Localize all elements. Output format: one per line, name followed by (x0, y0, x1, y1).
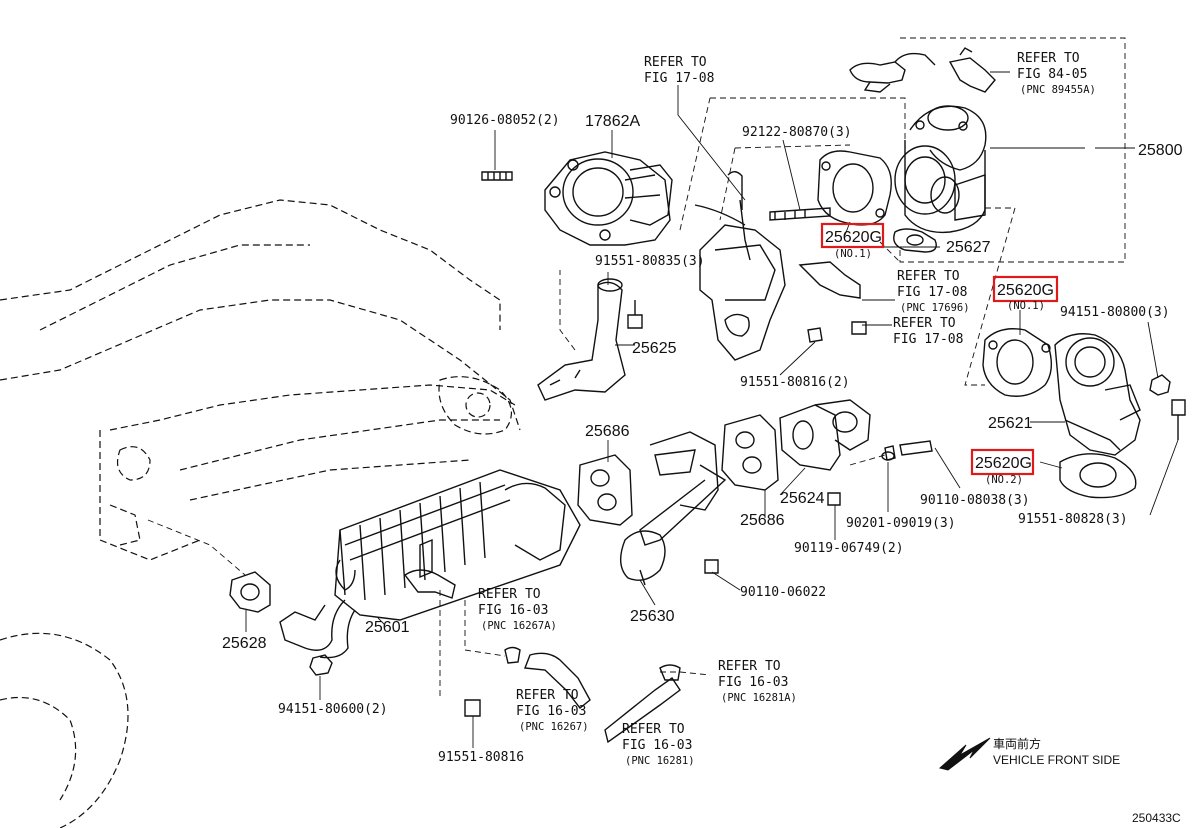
refer-fig1708-mid-line2[interactable]: FIG 17-08 (897, 285, 967, 300)
refer-fig1603-c-line2[interactable]: FIG 16-03 (622, 738, 692, 753)
diagram-id: 250433C (1132, 811, 1181, 825)
vehicle-front-arrow-icon (938, 737, 991, 771)
refer-fig1603-d-line2[interactable]: FIG 16-03 (718, 675, 788, 690)
refer-fig1708-top-line1[interactable]: REFER TO (644, 55, 707, 70)
egr-actuator-bracket[interactable] (694, 171, 786, 361)
leader-lines (245, 71, 1179, 748)
label-90110-06022[interactable]: 90110-06022 (740, 585, 826, 600)
bypass-valve-25630[interactable] (620, 431, 727, 586)
bolt-91551-80835 (627, 300, 643, 329)
bolt-91551-80828 (1171, 399, 1186, 440)
gasket-25686-left[interactable] (577, 454, 633, 526)
highlight-25620g-mid (992, 275, 1059, 303)
label-25627[interactable]: 25627 (946, 239, 991, 256)
refer-fig1603-b-line2[interactable]: FIG 16-03 (516, 704, 586, 719)
label-90119[interactable]: 90119-06749(2) (794, 541, 904, 556)
label-91551-80816[interactable]: 91551-80816 (438, 750, 524, 765)
egr-cooler-25601[interactable] (334, 469, 581, 621)
cooler-outlet-pipe (279, 599, 356, 659)
label-94151-80600[interactable]: 94151-80600(2) (278, 702, 388, 717)
throttle-body-17862a[interactable] (544, 151, 673, 246)
label-25620g-mid-note: (NO.1) (1007, 300, 1045, 312)
refer-fig1603-b-line1[interactable]: REFER TO (516, 688, 579, 703)
label-25620g-low[interactable]: 25620G (975, 455, 1032, 472)
label-90201[interactable]: 90201-09019(3) (846, 516, 956, 531)
refer-fig1603-b-line3[interactable]: (PNC 16267) (519, 721, 589, 733)
engine-block-outline (0, 199, 521, 828)
label-25620g-low-note: (NO.2) (985, 474, 1023, 486)
highlight-25620g-low (970, 448, 1035, 476)
bolt-90119 (827, 492, 841, 506)
refer-fig1603-d-line3[interactable]: (PNC 16281A) (721, 692, 797, 704)
gasket-25620g-no1-top[interactable] (817, 150, 892, 226)
group-frames (147, 37, 1126, 700)
refer-fig8405-line2[interactable]: FIG 84-05 (1017, 67, 1087, 82)
label-92122[interactable]: 92122-80870(3) (742, 125, 852, 140)
highlight-boxes (820, 222, 1059, 476)
label-25630[interactable]: 25630 (630, 608, 675, 625)
gasket-25628[interactable] (229, 571, 271, 613)
pipe-25621[interactable] (1054, 333, 1141, 456)
label-91551-80828[interactable]: 91551-80828(3) (1018, 512, 1128, 527)
label-25625[interactable]: 25625 (632, 340, 677, 357)
gasket-25686-right[interactable] (721, 414, 779, 491)
refer-fig1708-top-line2[interactable]: FIG 17-08 (644, 71, 714, 86)
gasket-25627[interactable] (893, 228, 937, 253)
bracket-17696 (798, 261, 861, 299)
refer-fig8405-line3[interactable]: (PNC 89455A) (1020, 84, 1096, 96)
bolt-90110-06022 (704, 559, 719, 574)
bracket-25625[interactable] (537, 278, 626, 401)
refer-fig1708-mid-line3[interactable]: (PNC 17696) (900, 302, 970, 314)
label-25686-b[interactable]: 25686 (740, 512, 785, 529)
egr-valve-assembly[interactable] (894, 105, 987, 234)
label-25620g-mid[interactable]: 25620G (997, 282, 1054, 299)
label-25628[interactable]: 25628 (222, 635, 267, 652)
bolt-90110-08038 (884, 440, 933, 461)
flange-25624[interactable] (779, 399, 871, 471)
label-17862a[interactable]: 17862A (585, 113, 640, 130)
label-90126[interactable]: 90126-08052(2) (450, 113, 560, 128)
label-25800[interactable]: 25800 (1138, 142, 1183, 159)
washer-90201 (881, 451, 895, 461)
label-25621[interactable]: 25621 (988, 415, 1033, 432)
label-25620g-top[interactable]: 25620G (825, 229, 882, 246)
direction-note-jp: 車両前方 (993, 736, 1041, 751)
refer-fig1603-a-line2[interactable]: FIG 16-03 (478, 603, 548, 618)
label-90110-08038[interactable]: 90110-08038(3) (920, 493, 1030, 508)
vacuum-sensor (948, 47, 996, 93)
stud-90126 (481, 171, 513, 181)
bolts-center (807, 321, 867, 343)
gasket-25620g-no2[interactable] (1059, 453, 1137, 499)
refer-fig1603-d-line1[interactable]: REFER TO (718, 659, 781, 674)
refer-fig1708-low-line2[interactable]: FIG 17-08 (893, 332, 963, 347)
refer-fig1708-low-line1[interactable]: REFER TO (893, 316, 956, 331)
refer-fig1603-c-line3[interactable]: (PNC 16281) (625, 755, 695, 767)
stud-92122 (769, 207, 831, 221)
refer-fig1603-a-line1[interactable]: REFER TO (478, 587, 541, 602)
gasket-25620g-no1-mid[interactable] (982, 328, 1053, 397)
nut-94151-80600 (309, 654, 333, 676)
refer-fig1603-c-line1[interactable]: REFER TO (622, 722, 685, 737)
label-25620g-top-note: (NO.1) (834, 248, 872, 260)
refer-fig1708-mid-line1[interactable]: REFER TO (897, 269, 960, 284)
label-25624[interactable]: 25624 (780, 490, 825, 507)
label-91551-80816-2[interactable]: 91551-80816(2) (740, 375, 850, 390)
hose-clamps (403, 569, 681, 744)
highlight-25620g-top (820, 222, 885, 249)
direction-note-en: VEHICLE FRONT SIDE (993, 753, 1120, 767)
label-91551-80835[interactable]: 91551-80835(3) (595, 254, 705, 269)
refer-fig8405-line1[interactable]: REFER TO (1017, 51, 1080, 66)
bolt-91551-80816-bottom (464, 699, 481, 717)
refer-fig1603-a-line3[interactable]: (PNC 16267A) (481, 620, 557, 632)
egr-connector-cable (849, 52, 936, 93)
label-25601[interactable]: 25601 (365, 619, 410, 636)
label-94151-80800[interactable]: 94151-80800(3) (1060, 305, 1170, 320)
nut-94151-80800 (1149, 374, 1171, 396)
label-25686-a[interactable]: 25686 (585, 423, 630, 440)
